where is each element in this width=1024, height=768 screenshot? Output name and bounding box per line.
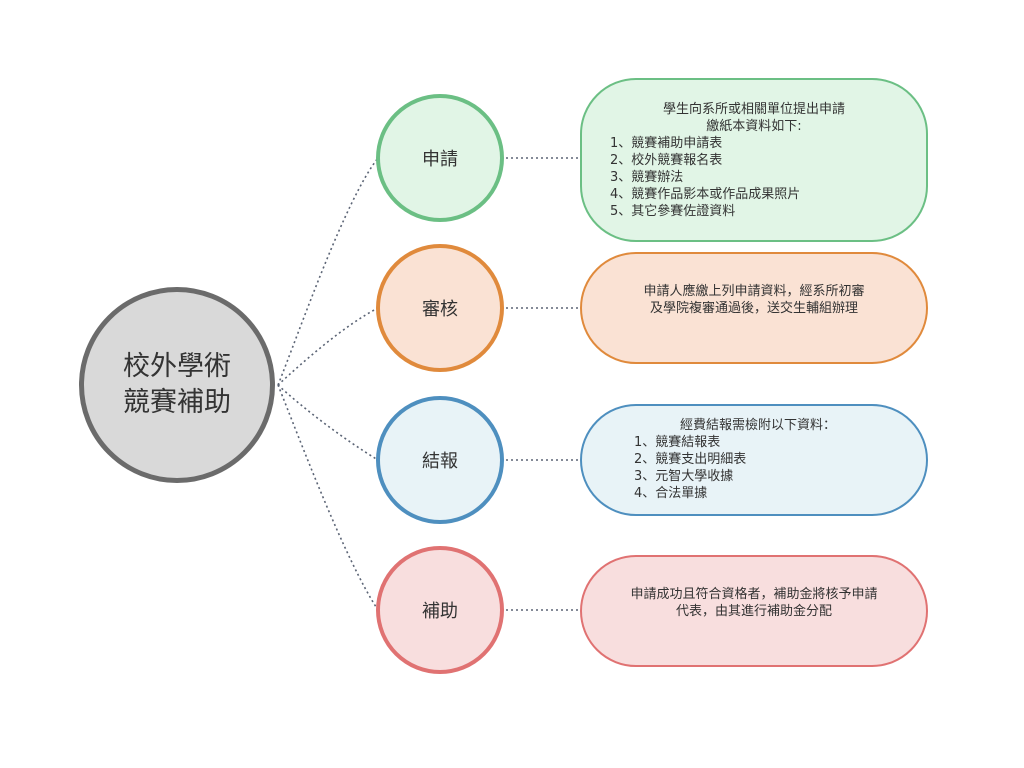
desc-subsidy-line-1: 申請成功且符合資格者，補助金將核予申請 [630, 587, 878, 602]
desc-apply-line-2: 繳紙本資料如下: [706, 119, 802, 134]
desc-report-line-2: 1、競賽結報表 [634, 435, 721, 450]
step-label-apply: 申請 [422, 149, 458, 170]
desc-apply-line-4: 2、校外競賽報名表 [610, 153, 723, 168]
step-label-subsidy: 補助 [422, 601, 458, 622]
connector-center-step3 [277, 384, 379, 461]
desc-report-line-5: 4、合法單據 [634, 486, 708, 501]
desc-apply-line-7: 5、其它參賽佐證資料 [610, 204, 736, 219]
desc-subsidy-line-2: 代表，由其進行補助金分配 [675, 604, 832, 619]
center-title-line-2: 競賽補助 [123, 387, 231, 418]
desc-report-line-4: 3、元智大學收據 [634, 469, 734, 484]
step-label-review: 審核 [422, 299, 458, 320]
desc-box-apply: 學生向系所或相關單位提出申請 繳紙本資料如下: 1、競賽補助申請表 2、校外競賽… [580, 78, 928, 242]
center-title-line-1: 校外學術 [123, 351, 231, 382]
connector-center-step4 [277, 384, 379, 611]
desc-report-line-3: 2、競賽支出明細表 [634, 452, 747, 467]
connector-center-step1 [277, 157, 379, 386]
step-label-report: 結報 [422, 451, 458, 472]
desc-apply-line-5: 3、競賽辦法 [610, 170, 684, 185]
center-node: 校外學術 競賽補助 [79, 287, 275, 483]
desc-review-line-2: 及學院複審通過後，送交生輔組辦理 [649, 301, 858, 316]
desc-report-line-1: 經費結報需檢附以下資料： [679, 418, 836, 433]
desc-apply-line-6: 4、競賽作品影本或作品成果照片 [610, 187, 801, 202]
desc-apply-line-1: 學生向系所或相關單位提出申請 [662, 102, 845, 117]
desc-review-line-1: 申請人應繳上列申請資料，經系所初審 [643, 284, 865, 299]
step-node-apply: 申請 [376, 94, 504, 222]
step-node-report: 結報 [376, 396, 504, 524]
desc-apply-line-3: 1、競賽補助申請表 [610, 136, 723, 151]
desc-box-review: 申請人應繳上列申請資料，經系所初審 及學院複審通過後，送交生輔組辦理 [580, 252, 928, 364]
step-node-subsidy: 補助 [376, 546, 504, 674]
step-node-review: 審核 [376, 244, 504, 372]
desc-box-subsidy: 申請成功且符合資格者，補助金將核予申請 代表，由其進行補助金分配 [580, 555, 928, 667]
desc-box-report: 經費結報需檢附以下資料： 1、競賽結報表 2、競賽支出明細表 3、元智大學收據 … [580, 404, 928, 516]
